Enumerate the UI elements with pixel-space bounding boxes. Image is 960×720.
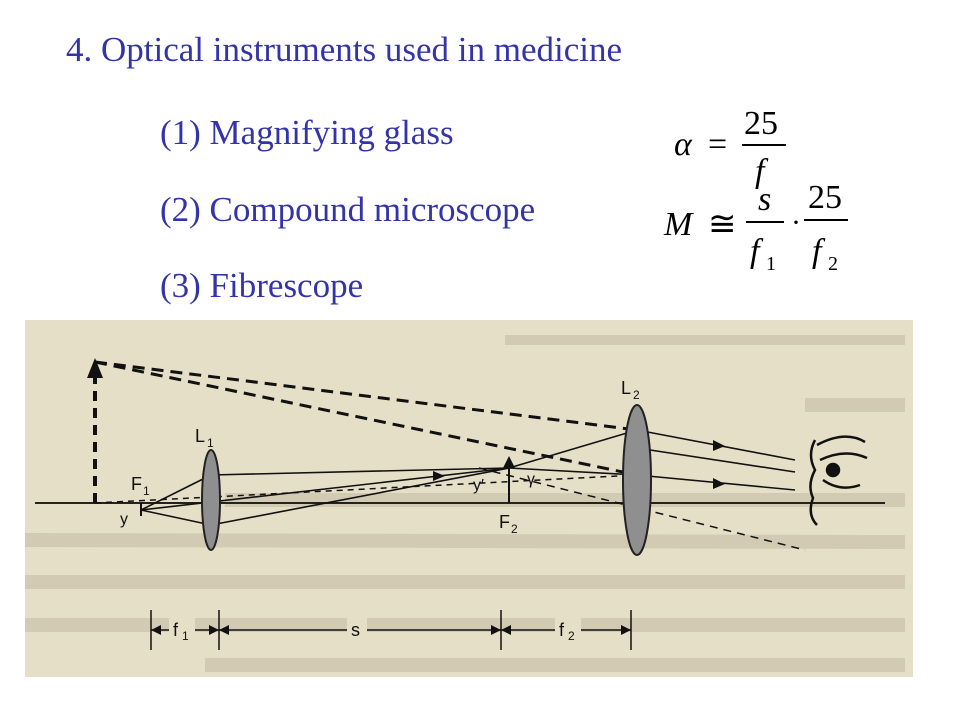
label-dim-f2-sub: 2 bbox=[568, 629, 575, 643]
formula-alpha-num: 25 bbox=[744, 105, 778, 142]
formula-m-den2-sub: 2 bbox=[828, 253, 838, 275]
eye-icon bbox=[809, 435, 868, 526]
virtual-image-arrowhead bbox=[87, 358, 103, 378]
label-dim-s: s bbox=[351, 620, 360, 640]
formula-m-lhs: M bbox=[663, 206, 694, 243]
item-magnifying-glass: (1) Magnifying glass bbox=[160, 113, 454, 152]
formulas: α = 25 f M ≅ s f 1 · 25 f 2 bbox=[660, 100, 870, 285]
dim-label-bg-f2 bbox=[555, 618, 581, 640]
dim-arrow-f1-left bbox=[151, 625, 161, 635]
formula-m-den1-sub: 1 bbox=[766, 253, 776, 275]
label-dim-f1: f bbox=[173, 620, 179, 640]
dim-arrow-f2-left bbox=[501, 625, 511, 635]
label-f2: F bbox=[499, 512, 510, 532]
formula-m-den2: f bbox=[812, 233, 826, 270]
formula-m-eq: ≅ bbox=[708, 206, 737, 243]
lens-l2 bbox=[622, 404, 652, 556]
label-y-prime: y′ bbox=[473, 477, 484, 494]
construction-line-low bbox=[94, 474, 638, 504]
ray-10 bbox=[636, 447, 796, 473]
formula-m-num1: s bbox=[758, 181, 771, 218]
ray-arrow-1 bbox=[713, 440, 725, 451]
label-l2-sub: 2 bbox=[633, 388, 640, 402]
lens-l1 bbox=[201, 449, 221, 551]
formula-alpha-eq: = bbox=[708, 126, 727, 163]
dim-arrow-s-right bbox=[491, 625, 501, 635]
label-l1-sub: 1 bbox=[207, 436, 214, 450]
label-f1-sub: 1 bbox=[143, 484, 150, 498]
formula-m-num2: 25 bbox=[808, 179, 842, 216]
ray-4 bbox=[140, 509, 212, 526]
formula-alpha-lhs: α bbox=[674, 126, 693, 163]
microscope-diagram: L 1 L 2 F 1 y F 2 y′ γ f 1 s f bbox=[25, 320, 913, 677]
ray-7 bbox=[508, 467, 638, 476]
ray-2 bbox=[210, 467, 510, 476]
formula-m-dot: · bbox=[791, 206, 801, 239]
dim-arrow-f1-right bbox=[209, 625, 219, 635]
label-dim-f1-sub: 1 bbox=[182, 629, 189, 643]
label-l1: L bbox=[195, 426, 205, 446]
ray-arrow-2 bbox=[713, 478, 725, 489]
ray-6 bbox=[508, 429, 638, 469]
label-f2-sub: 2 bbox=[511, 522, 518, 536]
construction-line-top bbox=[94, 360, 638, 432]
dim-arrow-s-left bbox=[219, 625, 229, 635]
slide-title: 4. Optical instruments used in medicine bbox=[66, 30, 623, 69]
item-fibrescope: (3) Fibrescope bbox=[160, 266, 364, 305]
ray-5 bbox=[210, 467, 510, 526]
label-dim-f2: f bbox=[559, 620, 565, 640]
dim-arrow-f2-right bbox=[621, 625, 631, 635]
label-f1: F bbox=[131, 474, 142, 494]
label-y: y bbox=[120, 511, 128, 528]
ray-1 bbox=[140, 474, 212, 511]
formula-m-den1: f bbox=[750, 233, 764, 270]
intermediate-image-arrowhead bbox=[503, 456, 515, 468]
label-gamma: γ bbox=[527, 471, 535, 488]
ray-arrow-3 bbox=[433, 471, 445, 481]
item-compound-microscope: (2) Compound microscope bbox=[160, 190, 536, 229]
label-l2: L bbox=[621, 378, 631, 398]
dim-label-bg-f1 bbox=[169, 618, 195, 640]
dim-label-bg-s bbox=[347, 618, 367, 640]
